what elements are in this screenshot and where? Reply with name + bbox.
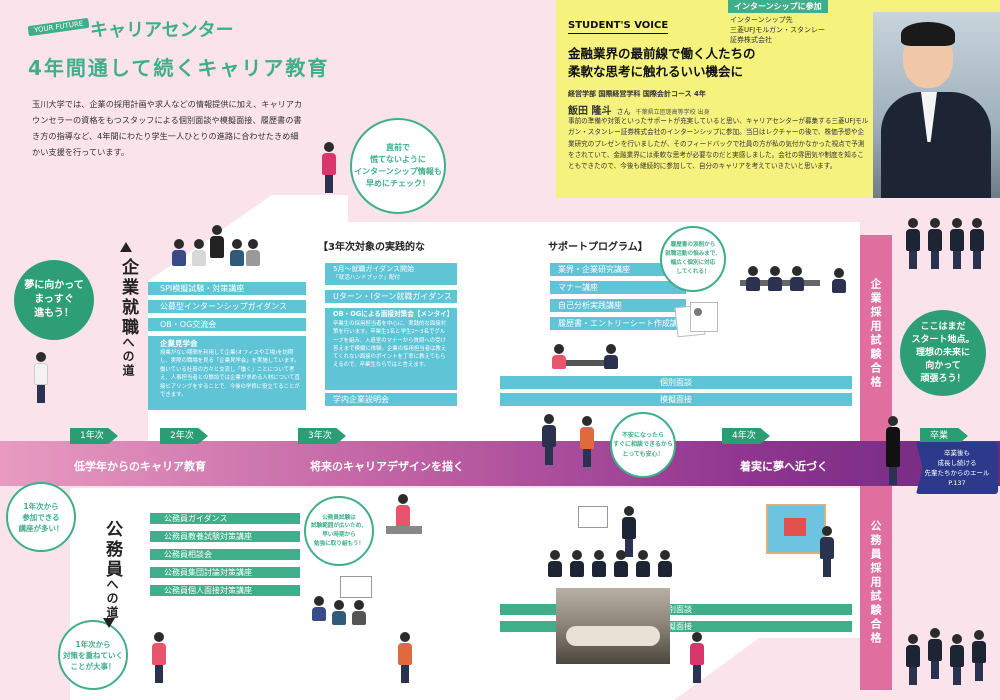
program-guidance-sub: 「就活ハンドブック」配付: [333, 275, 401, 281]
graduation-tag: 卒業: [920, 428, 968, 444]
business-people-top-illustration: [906, 218, 986, 278]
seminar-illustration: [548, 540, 688, 580]
corporate-item-spi: SPI模擬試験・対策講座: [148, 282, 306, 295]
program-mentai-box: OB・OGによる面接対策会【メンタイ】 卒業生の採用担当者を中心に、実践的な面接…: [325, 308, 457, 390]
phase-1: 低学年からのキャリア教育: [74, 460, 206, 473]
program-mock-interview: 模擬面接: [500, 393, 852, 406]
voice-headline: 金融業界の最前線で働く人たちの 柔軟な思考に触れるいい機会に: [568, 46, 756, 79]
corporate-visit-title: 企業見学会: [160, 339, 198, 348]
year-4-tag: 4年次: [722, 428, 770, 444]
student-photo: [873, 12, 1000, 198]
counselor-figure: [542, 414, 556, 465]
corporate-road-title: 企業就職: [118, 258, 138, 338]
page-subtitle: 4年間通して続くキャリア教育: [28, 56, 330, 80]
graduates-badge: 卒業後も 成長し続ける 先輩たちからのエール P.137: [916, 442, 998, 494]
program-title-right: サポートプログラム】: [548, 242, 648, 253]
corporate-visit-body: 授業がない期間を利用して企業(オフィスや工場)を訪問し、実際の職場を見る「企業見…: [160, 350, 300, 399]
page-title: キャリアセンター: [90, 20, 234, 41]
voice-company: インターンシップ先 三菱UFJモルガン・スタンレー 証券株式会社: [730, 16, 826, 44]
civil-item-general-exam: 公務員教養試験対策講座: [150, 531, 300, 542]
voice-label: STUDENT'S VOICE: [568, 20, 669, 34]
header: YOUR FUTURE キャリアセンター 4年間通して続くキャリア教育: [27, 14, 327, 80]
civil-item-individual-interview: 公務員個人面接対策講座: [150, 585, 300, 596]
civil-item-guidance: 公務員ガイダンス: [150, 513, 300, 524]
civil-item-consult: 公務員相談会: [150, 549, 300, 560]
program-campus-fair: 学内企業説明会: [325, 393, 457, 406]
road-civil-lower: [290, 630, 770, 700]
civil-road-suffix: への道: [105, 578, 119, 620]
program-mentai-title: OB・OGによる面接対策会【メンタイ】: [333, 310, 449, 318]
year-1-tag: 1年次: [70, 428, 118, 444]
intro-text: 玉川大学では、企業の採用計画や求人などの情報提供に加え、キャリアカウンセラーの資…: [32, 99, 303, 157]
bubble-anxious: 不安になったら すぐに相談できるから とっても安心！: [610, 412, 676, 478]
bubble-internship-advice: 直前で 慌てないように インターンシップ情報も 早めにチェック！: [350, 118, 446, 214]
woman-walking-figure: [322, 142, 336, 193]
voice-name: 飯田 隆斗: [568, 106, 612, 117]
graduate-figure: [886, 416, 900, 485]
corporate-item-internship: 公募型インターンシップガイダンス: [148, 300, 306, 313]
civil-road-title: 公務員: [102, 520, 122, 580]
voice-name-line: 飯田 隆斗 さん 千葉県立匝瑳高等学校 出身: [568, 99, 710, 118]
civil-item-group-discussion: 公務員集団討論対策講座: [150, 567, 300, 578]
civil-road-arrow: [103, 618, 115, 628]
classroom-illustration: [312, 576, 382, 625]
phase-3: 着実に夢へ近づく: [740, 460, 828, 473]
civil-right-individual: 個別面談: [500, 604, 852, 615]
bubble-start-point: ここはまだ スタート地点。 理想の未来に 向かって 頑張ろう！: [900, 310, 986, 396]
group-figures-illustration: [172, 225, 262, 275]
group-discussion-photo: [556, 588, 670, 664]
corporate-item-obog: OB・OG交流会: [148, 318, 306, 331]
year-2-tag: 2年次: [160, 428, 208, 444]
program-guidance: 5月～就職ガイダンス開始: [333, 265, 415, 273]
header-badge: YOUR FUTURE: [27, 17, 90, 37]
bubble-resume-support: 履歴書の添削から 就職活動の悩みまで、 幅広く個別に対応 してくれる！: [660, 226, 726, 292]
program-right-industry: 業界・企業研究講座: [550, 263, 686, 276]
phase-2: 将来のキャリアデザインを描く: [310, 460, 464, 473]
corporate-road-suffix: への道: [121, 336, 135, 378]
year-3-tag: 3年次: [298, 428, 346, 444]
pass-civil-label: 公務員採用試験合格: [869, 520, 882, 646]
woman-red-figure-left: [152, 632, 166, 683]
voice-name-suffix: さん: [616, 108, 631, 116]
woman-figure-civil: [398, 632, 412, 683]
timeline-band: [0, 441, 1000, 486]
man-figure-civil: [690, 632, 704, 683]
program-title-left: 【3年次対象の実践的な: [318, 242, 425, 253]
program-right-manners: マナー講座: [550, 281, 686, 294]
program-right-resume: 履歴書・エントリーシート作成講座: [550, 317, 686, 330]
map-board-illustration: [760, 500, 842, 577]
pass-corporate-label: 企業採用試験合格: [869, 278, 882, 390]
woman-walking-figure-left: [34, 352, 48, 403]
voice-tag: インターンシップに参加: [728, 0, 828, 13]
panel-interview-illustration: [740, 262, 850, 302]
laptop-student-illustration: [384, 494, 424, 540]
program-mentai-body: 卒業生の採用担当者を中心に、実践的な面接対策を行います。卒業生1名と学生2〜3名…: [333, 321, 447, 369]
presentation-illustration: [578, 506, 648, 557]
bubble-dream: 夢に向かって まっすぐ 進もう！: [14, 260, 94, 340]
program-guidance-box: 5月～就職ガイダンス開始 「就活ハンドブック」配付: [325, 263, 457, 285]
voice-school: 千葉県立匝瑳高等学校 出身: [635, 109, 710, 116]
desk-meeting-illustration: [552, 344, 622, 374]
program-individual-interview: 個別面談: [500, 376, 852, 389]
program-right-selfanalysis: 自己分析実践講座: [550, 299, 686, 312]
bubble-civil-exam: 公務員試験は 試験範囲が広いため、 早い時期から 勉強に取り組もう！: [304, 496, 374, 566]
civil-right-mock: 模擬面接: [500, 621, 852, 632]
corporate-road-arrow: [120, 242, 132, 252]
corporate-visit-box: 企業見学会 授業がない期間を利用して企業(オフィスや工場)を訪問し、実際の職場を…: [148, 336, 306, 410]
business-people-bottom-illustration: [906, 628, 996, 696]
voice-dept: 経営学部 国際経営学科 国際会計コース 4年: [568, 90, 706, 98]
voice-body: 事前の準備や対策といったサポートが充実していると思い、キャリアセンターが募集する…: [568, 117, 869, 171]
student-figure: [580, 416, 594, 467]
program-uturn: Uターン・Iターン就職ガイダンス: [325, 290, 457, 303]
bubble-year1-prep: 1年次から 対策を重ねていく ことが大事！: [58, 620, 128, 690]
bubble-year1-courses: 1年次から 参加できる 講座が多い！: [6, 482, 76, 552]
resume-documents-icon: [674, 302, 720, 338]
